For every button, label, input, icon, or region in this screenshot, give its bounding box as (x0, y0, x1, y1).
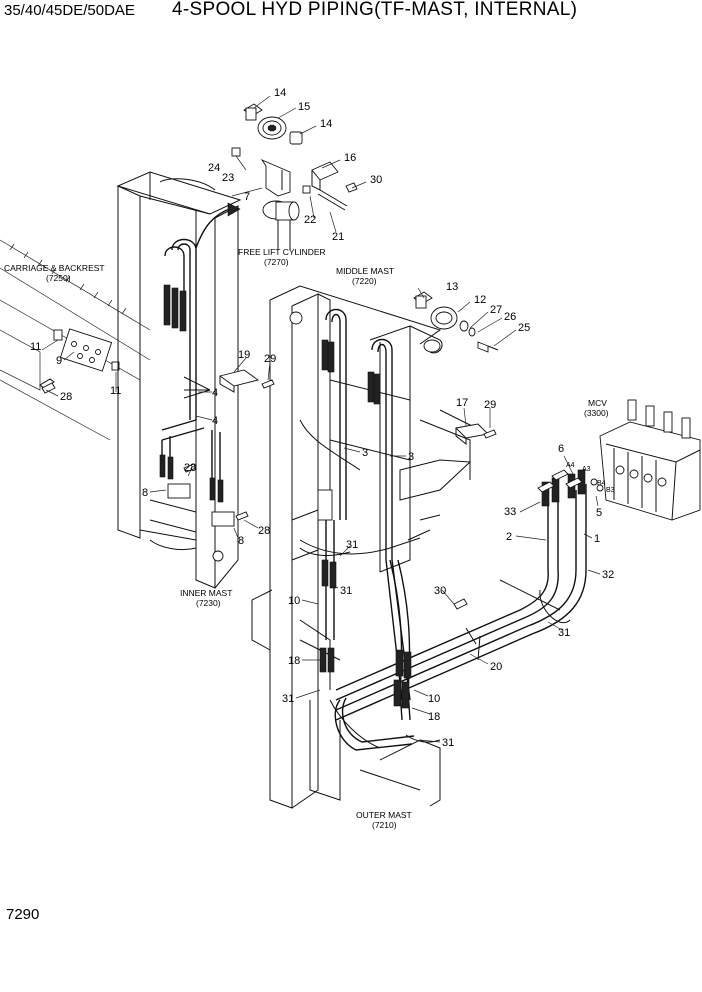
middle-mast-sheave-parts (413, 291, 499, 353)
callout-15: 15 (298, 101, 310, 113)
callout-31: 31 (282, 693, 294, 705)
assembly-labels: CARRIAGE & BACKREST (7250) FREE LIFT CYL… (4, 247, 615, 830)
page-number: 7290 (6, 906, 40, 923)
callout-16: 16 (344, 152, 356, 164)
callout-7: 7 (244, 191, 250, 203)
mcv-code: (3300) (584, 408, 609, 418)
callout-33: 33 (504, 506, 516, 518)
callout-27: 27 (490, 304, 502, 316)
callout-2: 2 (506, 531, 512, 543)
middle-mast-drawing (269, 285, 472, 809)
clamp-parts (41, 369, 497, 610)
carriage-label: CARRIAGE & BACKREST (4, 263, 105, 273)
middle-mast-code: (7220) (352, 276, 377, 286)
carriage-backrest-drawing (0, 239, 151, 441)
callout-29: 29 (264, 353, 276, 365)
callout-24: 24 (208, 162, 220, 174)
callout-8: 8 (238, 535, 244, 547)
carriage-code: (7250) (46, 273, 71, 283)
port-b4: B4 (597, 480, 606, 487)
outer-mast-drawing (251, 409, 481, 807)
callout-5: 5 (596, 507, 602, 519)
callout-28: 28 (60, 391, 72, 403)
callout-6: 6 (558, 443, 564, 455)
callout-28: 28 (258, 525, 270, 537)
hose-pipe-routing (299, 469, 587, 751)
callout-26: 26 (504, 311, 516, 323)
callout-17: 17 (456, 397, 468, 409)
callout-8: 8 (142, 487, 148, 499)
callout-18: 18 (428, 711, 440, 723)
port-a4: A4 (566, 462, 575, 469)
callout-31: 31 (340, 585, 352, 597)
callout-4: 4 (212, 415, 218, 427)
callout-10: 10 (428, 693, 440, 705)
inner-mast-label: INNER MAST (180, 588, 232, 598)
callout-22: 22 (304, 214, 316, 226)
callout-1: 1 (594, 533, 600, 545)
free-lift-label: FREE LIFT CYLINDER (238, 247, 326, 257)
free-lift-code: (7270) (264, 257, 289, 267)
port-b3: B3 (606, 487, 615, 494)
callout-4: 4 (212, 387, 218, 399)
callout-32: 32 (602, 569, 614, 581)
leader-lines (41, 95, 601, 743)
model-label: 35/40/45DE/50DAE (4, 2, 135, 19)
callout-14: 14 (320, 118, 332, 130)
callout-25: 25 (518, 322, 530, 334)
outer-mast-code: (7210) (372, 820, 397, 830)
callout-29: 29 (484, 399, 496, 411)
callout-3: 3 (408, 451, 414, 463)
callout-30: 30 (434, 585, 446, 597)
callout-31: 31 (442, 737, 454, 749)
port-a3: A3 (582, 466, 591, 473)
free-lift-cylinder-parts (231, 103, 358, 250)
callout-9: 9 (56, 355, 62, 367)
callout-12: 12 (474, 294, 486, 306)
callout-31: 31 (346, 539, 358, 551)
inner-mast-drawing (116, 171, 242, 589)
inner-mast-code: (7230) (196, 598, 221, 608)
callout-28: 28 (184, 462, 196, 474)
callout-14: 14 (274, 87, 286, 99)
callout-11: 11 (110, 385, 121, 397)
callout-20: 20 (490, 661, 502, 673)
callout-11: 11 (30, 341, 41, 353)
mcv-label: MCV (588, 398, 607, 408)
middle-mast-label: MIDDLE MAST (336, 266, 394, 276)
callout-30: 30 (370, 174, 382, 186)
callout-18: 18 (288, 655, 300, 667)
callout-10: 10 (288, 595, 300, 607)
mcv-drawing (537, 399, 701, 521)
callout-3: 3 (362, 447, 368, 459)
callout-31: 31 (558, 627, 570, 639)
callout-13: 13 (446, 281, 458, 293)
callout-19: 19 (238, 349, 250, 361)
callout-21: 21 (332, 231, 344, 243)
callout-23: 23 (222, 172, 234, 184)
page-title: 4-SPOOL HYD PIPING(TF-MAST, INTERNAL) (172, 0, 578, 20)
callout-numbers: 14 15 14 16 24 23 7 30 22 21 13 12 27 26… (30, 87, 614, 749)
outer-mast-label: OUTER MAST (356, 810, 412, 820)
